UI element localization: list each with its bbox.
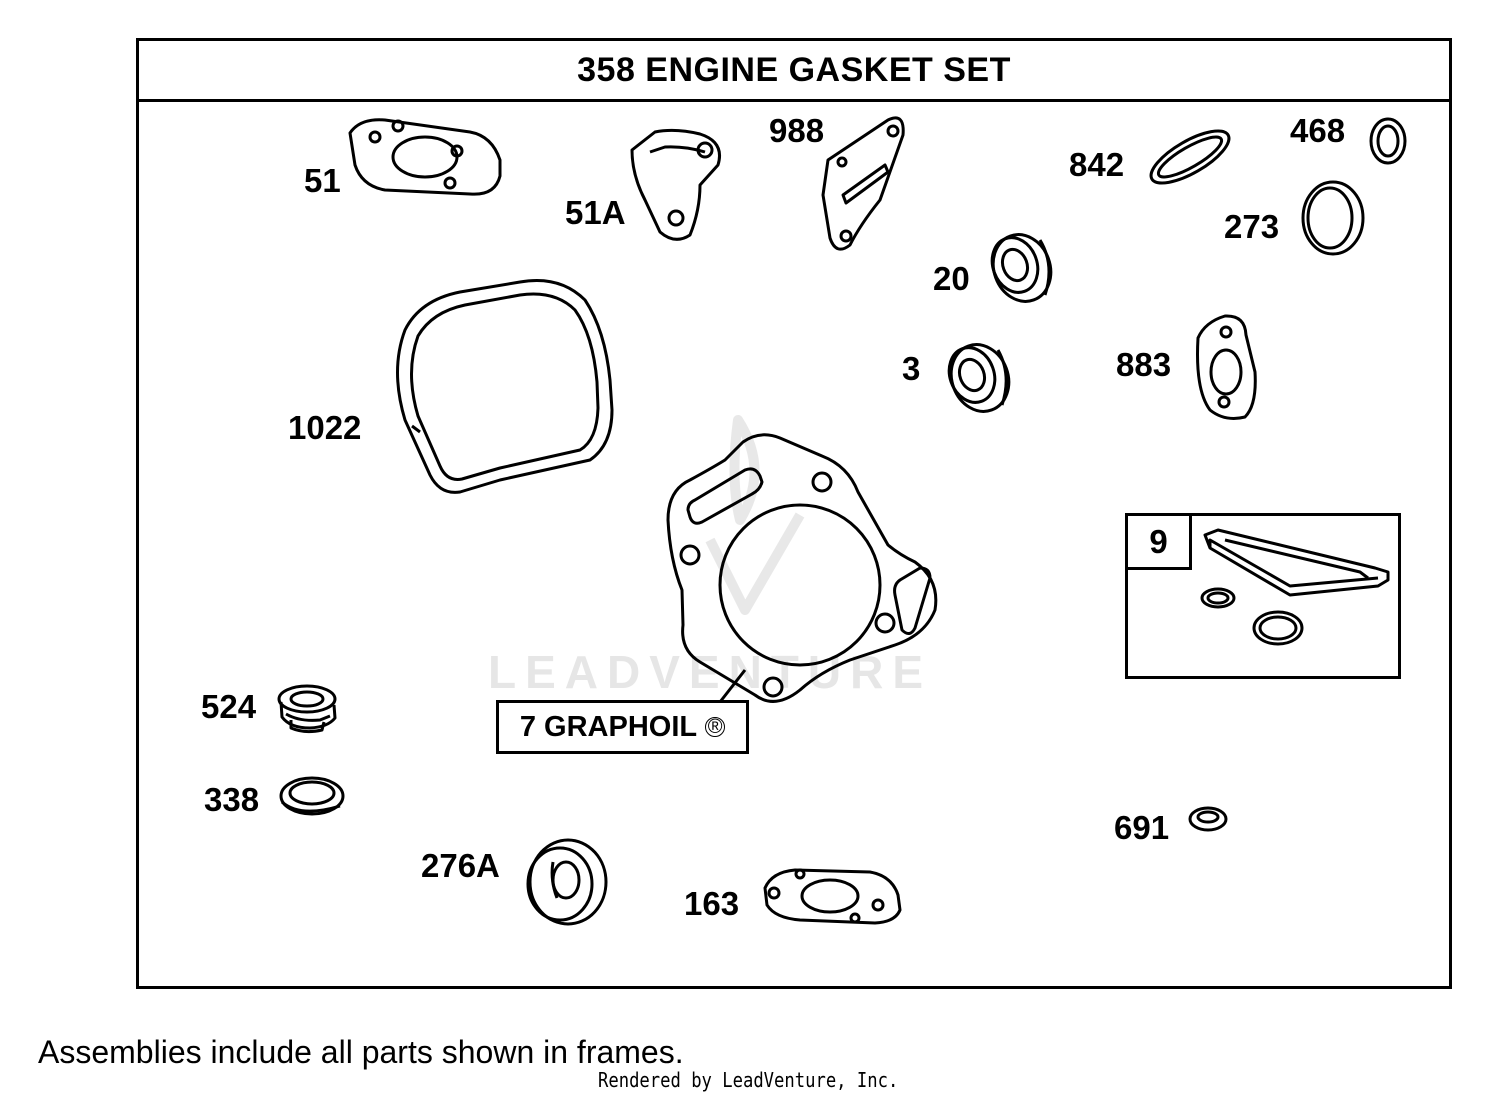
- registered-mark-icon: ®: [705, 716, 726, 738]
- part-label-988[interactable]: 988: [769, 112, 825, 149]
- assembly-frame-7[interactable]: 7 GRAPHOIL ®: [496, 700, 749, 754]
- part-label-9[interactable]: 9: [1128, 516, 1192, 570]
- ring-338-drawing: [279, 776, 345, 816]
- gasket-51-drawing: [348, 118, 502, 196]
- gasket-51A-drawing: [630, 128, 721, 241]
- seal-273-drawing: [1301, 180, 1365, 256]
- footer-note: Assemblies include all parts shown in fr…: [38, 1034, 684, 1070]
- watermark-text: LEADVENTURE: [488, 646, 933, 698]
- gasket-883-drawing: [1196, 314, 1257, 420]
- part-label-20[interactable]: 20: [933, 260, 970, 297]
- part-label-338[interactable]: 338: [204, 781, 260, 818]
- part-label-51A[interactable]: 51A: [565, 194, 626, 231]
- part-label-3[interactable]: 3: [902, 350, 921, 387]
- part-label-7: 7 GRAPHOIL: [519, 710, 698, 743]
- gasket-163-drawing: [763, 868, 902, 925]
- kit-9-drawing: [1200, 528, 1390, 646]
- gasket-842-drawing: [1149, 129, 1231, 185]
- head-gasket-7-drawing: [666, 433, 938, 703]
- diagram-frame: 358 ENGINE GASKET SET: [136, 38, 1452, 989]
- gasket-1022-drawing: [396, 278, 614, 494]
- part-label-163[interactable]: 163: [684, 885, 740, 922]
- part-label-273[interactable]: 273: [1224, 208, 1280, 245]
- part-label-51[interactable]: 51: [304, 162, 341, 199]
- part-label-691[interactable]: 691: [1114, 809, 1170, 846]
- seal-20-drawing: [990, 233, 1053, 303]
- plug-524-drawing: [277, 684, 337, 734]
- gasket-988-drawing: [821, 116, 905, 251]
- assembly-frame-9: 9: [1125, 513, 1401, 679]
- diagram-title: 358 ENGINE GASKET SET: [139, 41, 1449, 102]
- part-label-276A[interactable]: 276A: [421, 847, 500, 884]
- seal-3-drawing: [947, 343, 1011, 413]
- part-label-883[interactable]: 883: [1116, 346, 1172, 383]
- part-label-524[interactable]: 524: [201, 688, 257, 725]
- part-label-468[interactable]: 468: [1290, 112, 1346, 149]
- part-label-842[interactable]: 842: [1069, 146, 1125, 183]
- grommet-276A-drawing: [526, 838, 608, 926]
- washer-691-drawing: [1188, 806, 1228, 832]
- footer-credit: Rendered by LeadVenture, Inc.: [598, 1068, 899, 1092]
- ring-468-drawing: [1369, 117, 1407, 165]
- part-label-1022[interactable]: 1022: [288, 409, 362, 446]
